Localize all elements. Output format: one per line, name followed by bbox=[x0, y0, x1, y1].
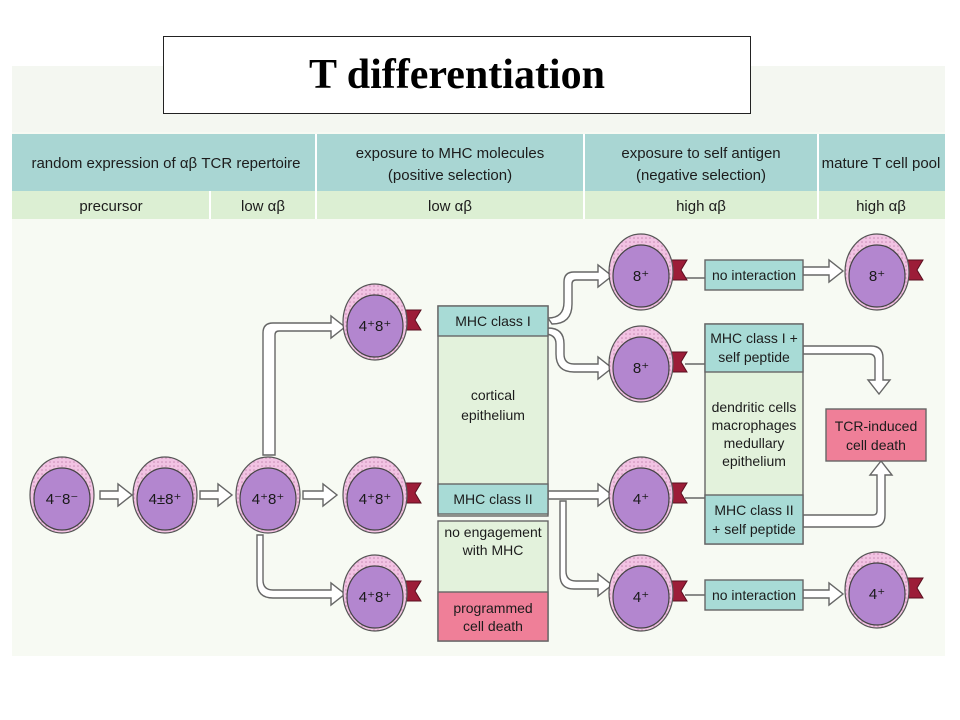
cell-label: 4⁺ bbox=[869, 586, 885, 603]
stage-low-ab-1: low αβ bbox=[241, 198, 285, 215]
cell-c5-4: 4⁺ bbox=[608, 554, 688, 632]
mhc-class-1-label: MHC class I bbox=[455, 313, 530, 329]
cell-c5-2: 8⁺ bbox=[608, 325, 688, 403]
arrow-2-3 bbox=[199, 482, 234, 508]
cell-label: 4⁺8⁺ bbox=[359, 491, 392, 508]
arrow-to-mature-8 bbox=[802, 258, 845, 284]
programmed-label: programmed bbox=[453, 600, 532, 616]
subheader-band bbox=[12, 191, 945, 219]
cell-c4-top: 4⁺8⁺ bbox=[342, 283, 422, 361]
cell-nucleus bbox=[346, 294, 404, 358]
cell-label: 4⁺8⁺ bbox=[359, 589, 392, 606]
positive-selection-box: MHC class I cortical epithelium MHC clas… bbox=[437, 305, 549, 517]
arrows bbox=[99, 258, 894, 607]
no-interaction-box-top: no interaction bbox=[704, 259, 804, 291]
cortical-label: cortical bbox=[471, 387, 515, 403]
no-engagement-label: no engagement bbox=[444, 524, 541, 540]
medullary-epithelium-label: epithelium bbox=[722, 453, 786, 469]
cell-c2: 4±8⁺ bbox=[132, 456, 198, 534]
negative-selection-box: MHC class I + self peptide dendritic cel… bbox=[704, 323, 804, 545]
arrow-mhc2-to-4b bbox=[559, 500, 614, 598]
cell-nucleus bbox=[612, 467, 670, 531]
cell-label: 4⁺ bbox=[633, 491, 649, 508]
cell-nucleus bbox=[848, 562, 906, 626]
mhc2-self-peptide-label: + self peptide bbox=[712, 521, 796, 537]
cell-c4-mid: 4⁺8⁺ bbox=[342, 456, 422, 534]
cell-c5-3: 4⁺ bbox=[608, 456, 688, 534]
cell-c6-bot: 4⁺ bbox=[844, 551, 924, 629]
stage-low-ab-2: low αβ bbox=[428, 198, 472, 215]
arrow-branch-down bbox=[256, 534, 347, 607]
cell-nucleus bbox=[612, 244, 670, 308]
epithelium-label: epithelium bbox=[461, 407, 525, 423]
cell-label: 8⁺ bbox=[869, 268, 885, 285]
cell-nucleus bbox=[612, 336, 670, 400]
no-interaction-label-bottom: no interaction bbox=[712, 587, 796, 603]
cell-death-label: cell death bbox=[463, 618, 523, 634]
header-random-expression: random expression of αβ TCR repertoire bbox=[31, 155, 300, 172]
cell-label: 4⁺8⁺ bbox=[359, 318, 392, 335]
tcr-induced-label: TCR-induced bbox=[835, 418, 917, 434]
header-positive-selection: (positive selection) bbox=[388, 167, 512, 184]
header-negative-selection: (negative selection) bbox=[636, 167, 766, 184]
cell-nucleus bbox=[346, 467, 404, 531]
header-row: random expression of αβ TCR repertoire e… bbox=[12, 134, 945, 219]
tcr-cell-death-label: cell death bbox=[846, 437, 906, 453]
cell-nucleus bbox=[239, 467, 297, 531]
arrow-3-4 bbox=[302, 482, 339, 508]
arrow-mhc1-to-8b bbox=[542, 327, 614, 381]
stage-high-ab-2: high αβ bbox=[856, 198, 906, 215]
header-mhc-exposure: exposure to MHC molecules bbox=[356, 145, 544, 162]
page-title: T differentiation bbox=[309, 52, 605, 98]
stage-high-ab-1: high αβ bbox=[676, 198, 726, 215]
stage-precursor: precursor bbox=[79, 198, 142, 215]
title-box: T differentiation bbox=[163, 36, 751, 114]
header-band bbox=[12, 134, 945, 191]
with-mhc-label: with MHC bbox=[462, 542, 524, 558]
cell-label: 8⁺ bbox=[633, 360, 649, 377]
no-engagement-box: no engagement with MHC programmed cell d… bbox=[437, 520, 549, 642]
cell-nucleus bbox=[33, 467, 91, 531]
medullary-label: medullary bbox=[724, 435, 785, 451]
cell-c3: 4⁺8⁺ bbox=[235, 456, 301, 534]
cell-label: 4⁺ bbox=[633, 589, 649, 606]
macrophages-label: macrophages bbox=[712, 417, 797, 433]
arrow-mhc2-to-4a bbox=[547, 482, 614, 508]
cell-c6-top: 8⁺ bbox=[844, 233, 924, 311]
header-mature-pool: mature T cell pool bbox=[822, 155, 941, 172]
arrow-mhc1-to-8a bbox=[546, 263, 614, 325]
mhc1-self-label: MHC class I + bbox=[710, 330, 798, 346]
mhc-class-2-label: MHC class II bbox=[453, 491, 532, 507]
tcr-induced-death-box: TCR-induced cell death bbox=[825, 408, 927, 462]
arrow-mhc1self-to-death bbox=[802, 345, 892, 396]
cell-label: 4±8⁺ bbox=[149, 491, 182, 508]
dendritic-cells-label: dendritic cells bbox=[712, 399, 797, 415]
mhc2-self-label: MHC class II bbox=[714, 502, 793, 518]
cell-c4-bot: 4⁺8⁺ bbox=[342, 554, 422, 632]
cell-c1: 4⁻8⁻ bbox=[29, 456, 95, 534]
cells: 4⁻8⁻4±8⁺4⁺8⁺4⁺8⁺4⁺8⁺4⁺8⁺8⁺8⁺4⁺4⁺8⁺4⁺ bbox=[29, 233, 924, 632]
cell-nucleus bbox=[346, 565, 404, 629]
self-peptide-label: self peptide bbox=[718, 349, 790, 365]
cell-nucleus bbox=[136, 467, 194, 531]
arrow-mhc2self-to-death bbox=[802, 459, 894, 528]
no-interaction-label-top: no interaction bbox=[712, 267, 796, 283]
cell-c5-1: 8⁺ bbox=[608, 233, 688, 311]
cell-label: 4⁻8⁻ bbox=[46, 491, 79, 508]
no-interaction-box-bottom: no interaction bbox=[704, 579, 804, 611]
arrow-branch-up bbox=[262, 314, 347, 456]
header-self-antigen: exposure to self antigen bbox=[621, 145, 780, 162]
cell-label: 4⁺8⁺ bbox=[252, 491, 285, 508]
arrow-to-mature-4 bbox=[802, 581, 845, 607]
arrow-1-2 bbox=[99, 482, 134, 508]
cell-label: 8⁺ bbox=[633, 268, 649, 285]
cell-nucleus bbox=[848, 244, 906, 308]
cell-nucleus bbox=[612, 565, 670, 629]
